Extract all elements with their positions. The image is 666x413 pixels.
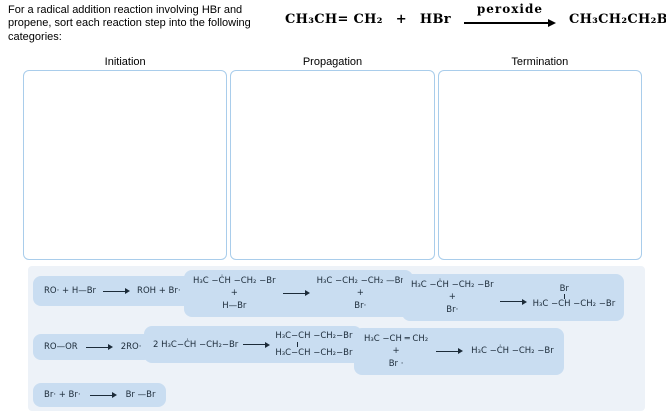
formula-line: H₃C −ĊH −CH₂ −Br [411, 280, 494, 290]
formula-line: Br· [446, 304, 459, 315]
reaction-tile-ro-hbr-abstraction[interactable]: RO· + H—Br ROH + Br· [33, 276, 192, 306]
product-bromopropane: CH₃CH₂CH₂Br [568, 12, 666, 27]
product-structure: Br H₃C −CH −CH₂ −Br [532, 284, 616, 310]
reactant-propene: CH₃CH= CH₂ [285, 12, 383, 27]
reaction-arrow [243, 341, 271, 348]
product-stack: H₃C −CH₂ −CH₂ —Br + Br· [317, 275, 404, 312]
bond-line [297, 342, 299, 348]
formula-line: H₃C −CH₂ −CH₂ —Br [316, 276, 404, 286]
reactant-stack: H₃C −ĊH −CH₂ −Br + H—Br [193, 275, 276, 312]
column-header-termination: Termination [511, 56, 569, 68]
formula-line: H₃C −CH −CH₂ −Br [532, 299, 616, 310]
reaction-tile-propene-plus-br[interactable]: H₃C −CH ═ CH₂ + Br · H₃C −ĊH −CH₂ −Br [354, 328, 564, 375]
plus-sign: + [230, 288, 238, 299]
plus-sign: + [392, 346, 400, 357]
formula-line: Br · [388, 358, 404, 369]
reaction-tile-radical-dimerization[interactable]: 2 H₃C−ĊH −CH₂−Br H₃C−CH −CH₂−Br H₃C−CH −… [144, 326, 362, 364]
reaction-arrow [89, 392, 117, 398]
dropzone-termination[interactable] [437, 70, 642, 260]
formula-left: 2 H₃C−ĊH −CH₂−Br [153, 339, 239, 350]
reaction-arrow [499, 298, 527, 305]
formula-right: Br —Br [125, 390, 156, 400]
formula-line: H—Br [222, 300, 247, 311]
reactant-stack: H₃C −CH ═ CH₂ + Br · [364, 333, 428, 370]
reaction-tile-br-recombination[interactable]: Br· + Br· Br —Br [33, 383, 167, 407]
plus-sign: + [356, 288, 364, 299]
reaction-tile-radical-plus-hbr[interactable]: H₃C −ĊH −CH₂ −Br + H—Br H₃C −CH₂ −CH₂ —B… [184, 270, 413, 317]
peroxide-label: peroxide [476, 2, 543, 16]
reaction-tile-radical-plus-br[interactable]: H₃C −ĊH −CH₂ −Br + Br· Br H₃C −CH −CH₂ −… [402, 274, 625, 321]
formula-line: Br· [354, 300, 367, 311]
reaction-arrow [436, 348, 464, 355]
reaction-arrow [85, 344, 113, 350]
tile-tray: RO· + H—Br ROH + Br· H₃C −ĊH −CH₂ −Br + … [28, 266, 645, 411]
formula-right: 2RO· [120, 342, 142, 352]
formula-left: RO—OR [44, 342, 78, 352]
formula-line: H₃C−CH −CH₂−Br [275, 331, 353, 341]
column-header-initiation: Initiation [104, 56, 146, 68]
formula-right: H₃C −ĊH −CH₂ −Br [471, 346, 554, 357]
reaction-arrow [463, 19, 556, 27]
reaction-arrow [103, 288, 131, 294]
formula-line: H₃C −CH ═ CH₂ [364, 334, 429, 344]
plus-sign: + [395, 12, 407, 27]
bond-line [563, 294, 565, 300]
formula-line: H₃C−CH −CH₂−Br [275, 348, 353, 359]
dropzone-initiation[interactable] [23, 70, 228, 260]
reaction-tile-peroxide-homolysis[interactable]: RO—OR 2RO· [33, 334, 153, 360]
reactant-hbr: HBr [419, 12, 451, 27]
sorting-board: Initiation Propagation Termination [23, 56, 642, 260]
column-header-propagation: Propagation [302, 56, 363, 68]
plus-sign: + [448, 292, 456, 303]
category-headers: Initiation Propagation Termination [23, 56, 642, 68]
formula-line: H₃C −ĊH −CH₂ −Br [193, 276, 276, 286]
reaction-condition-arrow: peroxide [463, 2, 556, 27]
dropzone-propagation[interactable] [230, 70, 435, 260]
formula-left: Br· + Br· [44, 390, 81, 400]
reactant-stack: H₃C −ĊH −CH₂ −Br + Br· [411, 279, 494, 316]
overall-reaction-equation: CH₃CH= CH₂ + HBr peroxide CH₃CH₂CH₂Br [285, 2, 666, 27]
reaction-arrow [282, 290, 310, 297]
formula-left: RO· + H—Br [44, 286, 97, 296]
formula-right: ROH + Br· [137, 286, 181, 296]
top-section: For a radical addition reaction involvin… [0, 0, 666, 56]
substituent-br: Br [559, 284, 569, 295]
instructions-text: For a radical addition reaction involvin… [8, 4, 251, 43]
product-structure: H₃C−CH −CH₂−Br H₃C−CH −CH₂−Br [275, 331, 352, 358]
